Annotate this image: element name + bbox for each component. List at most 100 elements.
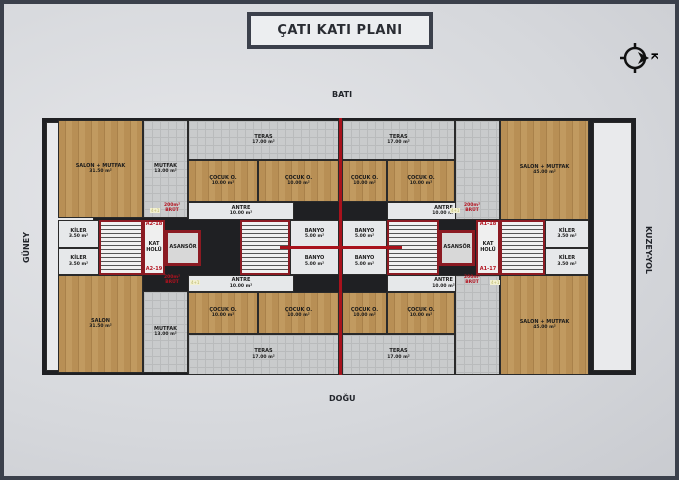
room-label: SALON + MUTFAK <box>75 162 126 169</box>
room-label: ÇOCUK O. <box>209 306 237 313</box>
core-top-code: A1-18 <box>479 221 497 227</box>
room-label: KİLER <box>70 227 87 234</box>
unit-type-tag: 4+1 <box>490 280 501 285</box>
compass-letter: K <box>648 52 659 60</box>
unit-brut-value: 200m² <box>164 203 181 208</box>
room-label: KİLER <box>558 255 576 262</box>
core-bottom-code: A1-17 <box>479 266 497 273</box>
room-area: 45.00 m² <box>533 325 556 331</box>
room-area: 10.00 m² <box>409 313 433 319</box>
room-area: 10.00 m² <box>409 181 433 187</box>
unit-type-tag: 4+1 <box>190 280 201 285</box>
room-label: ÇOCUK O. <box>407 174 435 181</box>
room-label: ÇOCUK O. <box>209 174 237 181</box>
room-label: TERAS <box>389 348 408 355</box>
room-label: TERAS <box>254 133 273 140</box>
room-label: TERAS <box>389 133 408 140</box>
core-label: KAT HOLÜ <box>480 240 496 253</box>
room-tr-cocuk1: ÇOCUK O.10.00 m² <box>342 160 387 202</box>
room-label: MUTFAK <box>153 325 178 332</box>
room-area: 5.00 m² <box>354 261 375 267</box>
room-area: 10.00 m² <box>211 181 235 187</box>
room-label: ÇOCUK O. <box>350 306 379 313</box>
room-area: 17.00 m² <box>252 354 275 360</box>
room-label: TERAS <box>254 348 273 355</box>
room-area: 10.00 m² <box>287 181 310 187</box>
room-label: BANYO <box>304 255 325 262</box>
plan-title: ÇATI KATI PLANI <box>247 12 433 49</box>
room-area: 3.50 m² <box>68 234 89 240</box>
room-area: 5.00 m² <box>354 234 375 240</box>
compass-icon: K <box>619 40 659 76</box>
room-label: SALON + MUTFAK <box>519 163 570 170</box>
room-area: 17.00 m² <box>387 140 410 146</box>
room-area: 45.00 m² <box>533 170 556 176</box>
room-area: 3.50 m² <box>557 261 577 267</box>
unit-brut-label: BRÜT <box>465 207 479 213</box>
room-label: ANTRE <box>434 204 453 211</box>
room-area: 13.00 m² <box>154 169 177 175</box>
unit-brut-label: BRÜT <box>165 279 179 285</box>
room-area: 5.00 m² <box>304 261 325 267</box>
room-area: 10.00 m² <box>211 313 235 319</box>
room-area: 10.00 m² <box>229 211 253 217</box>
unit-brut-value: 200m² <box>464 275 481 280</box>
staircase <box>99 220 143 275</box>
room-label: ÇOCUK O. <box>284 306 313 313</box>
direction-right: KUZEY-YOL <box>644 226 653 274</box>
room-bl-cocuk2: ÇOCUK O.10.00 m² <box>258 292 339 334</box>
room-br-cocuk2: ÇOCUK O.10.00 m² <box>387 292 455 334</box>
direction-bottom: DOĞU <box>329 394 356 403</box>
room-label: ÇOCUK O. <box>407 306 435 313</box>
room-tl-cocuk1: ÇOCUK O.10.00 m² <box>188 160 258 202</box>
room-area: 10.00 m² <box>229 283 253 289</box>
room-label: BANYO <box>304 227 325 234</box>
elevator: ASANSÖR <box>439 230 475 266</box>
elevator-label: ASANSÖR <box>443 244 471 251</box>
kitchen-island-area <box>455 275 500 375</box>
floor-plan-sheet: ÇATI KATI PLANI K BATI DOĞU GÜNEY KUZEY-… <box>4 4 675 476</box>
core-corridor-wall <box>280 246 402 249</box>
room-area: 10.00 m² <box>287 313 310 319</box>
room-label: BANYO <box>354 227 375 234</box>
kitchen-island-area <box>455 120 500 220</box>
room-area: 5.00 m² <box>304 234 325 240</box>
direction-top: BATI <box>332 90 353 99</box>
elevator: ASANSÖR <box>165 230 201 266</box>
direction-left: GÜNEY <box>22 232 31 264</box>
room-area: 3.50 m² <box>557 234 577 240</box>
room-br-cocuk1: ÇOCUK O.10.00 m² <box>342 292 387 334</box>
room-label: ANTRE <box>231 277 251 284</box>
unit-brut-label: BRÜT <box>165 207 179 213</box>
room-label: MUTFAK <box>153 162 178 169</box>
unit-brut-value: 200m² <box>464 203 481 208</box>
room-label: ANTRE <box>434 277 453 284</box>
room-area: 10.00 m² <box>432 283 455 289</box>
room-tl-cocuk2: ÇOCUK O.10.00 m² <box>258 160 339 202</box>
elevator-label: ASANSÖR <box>169 244 197 251</box>
core-bottom-code: A2-19 <box>145 266 163 273</box>
